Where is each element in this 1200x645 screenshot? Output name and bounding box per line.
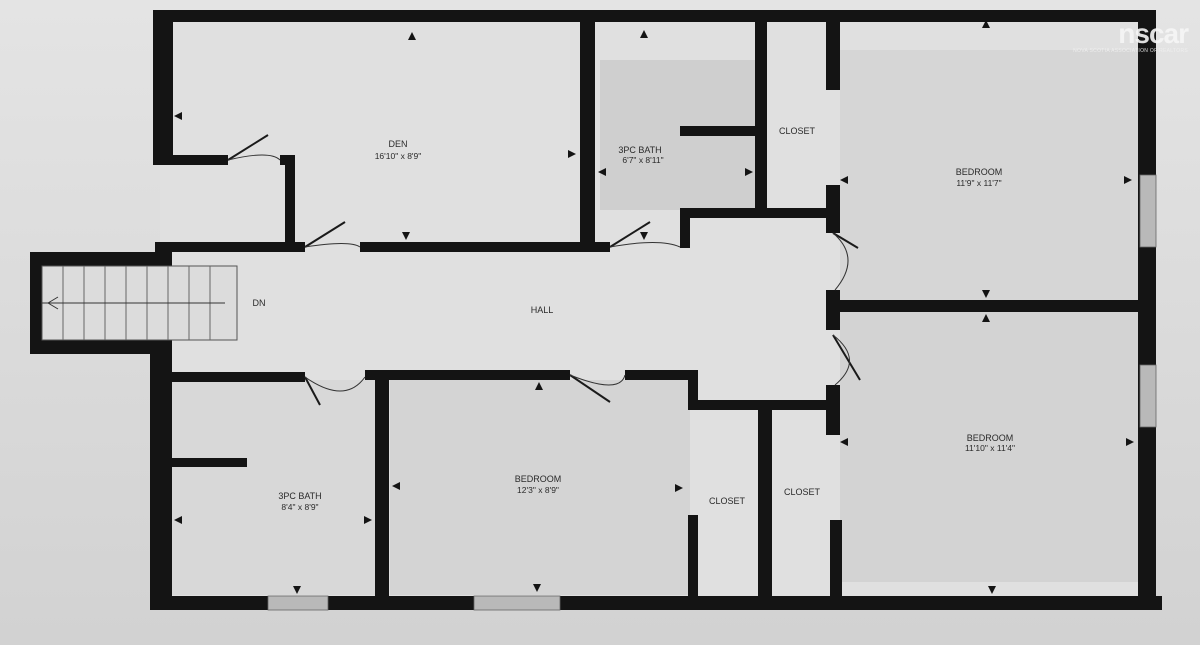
bedroom-bottom-mid-dims: 12'3" x 8'9" <box>517 485 559 495</box>
bedroom-bottom-mid-label: BEDROOM <box>515 474 562 484</box>
nscar-logo: nscar Nova Scotia Association of Realtor… <box>1073 18 1189 55</box>
hall-label: HALL <box>531 305 554 315</box>
closet-top-label: CLOSET <box>779 126 816 136</box>
logo-subtitle: Nova Scotia Association of Realtors <box>1073 48 1188 54</box>
bedroom-bottom-right-dims: 11'10" x 11'4" <box>965 443 1015 453</box>
bath-top-label: 3PC BATH <box>618 145 661 155</box>
bath-bottom-dims: 8'4" x 8'9" <box>281 502 318 512</box>
closet-bottom-2-label: CLOSET <box>784 487 821 497</box>
interior-walls <box>155 15 1142 602</box>
stairs-label: DN <box>253 298 266 308</box>
direction-markers <box>174 20 1134 594</box>
stairs <box>41 265 238 341</box>
den-dims: 16'10" x 8'9" <box>375 151 422 161</box>
bath-top-dims: 6'7" x 8'11" <box>622 155 663 165</box>
exterior-walls <box>30 10 1162 610</box>
doors <box>227 134 861 406</box>
logo-word: nscar <box>1118 18 1189 49</box>
bath-bottom-label: 3PC BATH <box>278 491 321 501</box>
bedroom-bottom-right-label: BEDROOM <box>967 433 1014 443</box>
bedroom-top-right-label: BEDROOM <box>956 167 1003 177</box>
closet-bottom-1-label: CLOSET <box>709 496 746 506</box>
den-label: DEN <box>388 139 407 149</box>
bedroom-top-right-dims: 11'9" x 11'7" <box>956 178 1001 188</box>
windows <box>267 174 1157 611</box>
